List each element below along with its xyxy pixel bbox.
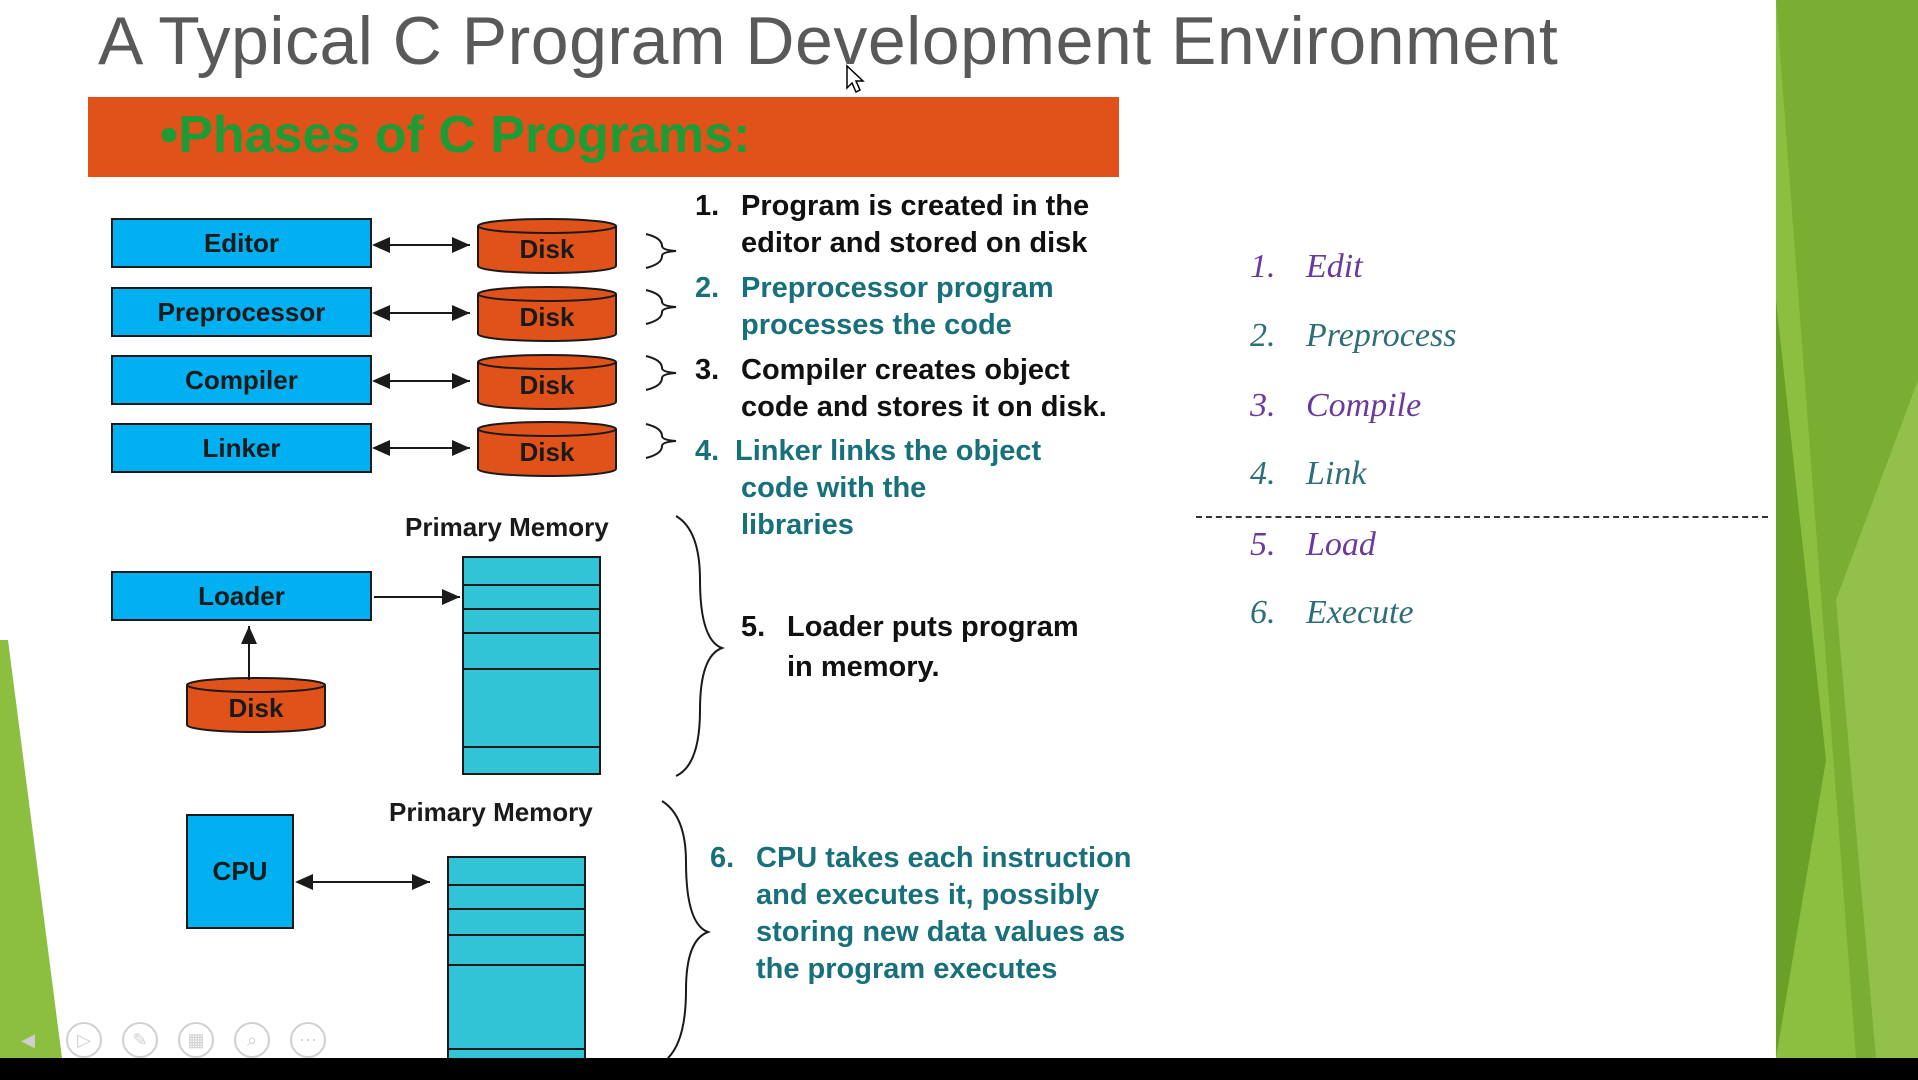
brace-3: [645, 355, 677, 391]
slides-icon[interactable]: ▦: [178, 1022, 214, 1058]
step-line: and executes it, possibly: [756, 879, 1100, 911]
phase-load: 5. Load: [1250, 526, 1376, 564]
memory-cell-divider: [449, 1048, 584, 1050]
compiler-disk: Disk: [477, 354, 617, 410]
memory-cell-divider: [449, 934, 584, 936]
step-line: the program executes: [756, 953, 1058, 985]
step-number: 5.: [741, 611, 766, 643]
disk-label: Disk: [519, 437, 575, 467]
memory-cell-divider: [449, 964, 584, 966]
phase-compile: 3. Compile: [1250, 387, 1421, 425]
step-number: 6.: [710, 842, 735, 874]
step-line: Linker links the object: [735, 435, 1042, 467]
brace-5: [675, 515, 725, 777]
step-number: 3.: [695, 354, 720, 386]
loader-disk: Disk: [186, 677, 326, 733]
brace-4: [645, 423, 677, 459]
phase-number: 5.: [1250, 526, 1276, 563]
slide-title: A Typical C Program Development Environm…: [98, 3, 1559, 79]
primary-memory-block-1: [462, 556, 601, 775]
phase-number: 3.: [1250, 387, 1276, 424]
step-line: libraries: [741, 509, 854, 541]
editor-box: Editor: [111, 218, 372, 268]
step-line: in memory.: [787, 651, 940, 683]
phase-number: 1.: [1250, 248, 1276, 285]
phase-number: 6.: [1250, 594, 1276, 631]
disk-label: Disk: [519, 302, 575, 332]
memory-cell-divider: [464, 632, 599, 634]
phase-link: 4. Link: [1250, 455, 1366, 493]
more-icon[interactable]: ⋯: [290, 1022, 326, 1058]
step-number: 2.: [695, 272, 720, 304]
mouse-cursor-icon: [846, 64, 865, 94]
right-green-decoration: [1776, 0, 1918, 1058]
brace-6: [661, 800, 711, 1058]
phase-label: Link: [1306, 455, 1367, 492]
previous-icon[interactable]: ◀: [21, 1029, 35, 1050]
cpu-box: CPU: [186, 814, 294, 929]
pen-icon[interactable]: ✎: [122, 1022, 158, 1058]
phase-label: Compile: [1306, 387, 1422, 424]
step-line: Loader puts program: [787, 611, 1079, 643]
step-line: Program is created in the: [741, 190, 1090, 222]
memory-cell-divider: [449, 884, 584, 886]
step-line: editor and stored on disk: [741, 227, 1088, 259]
step-line: code and stores it on disk.: [741, 391, 1107, 423]
brace-2: [645, 289, 677, 325]
phase-label: Execute: [1306, 594, 1414, 631]
preprocessor-box: Preprocessor: [111, 287, 372, 337]
phase-execute: 6. Execute: [1250, 594, 1414, 632]
linker-box: Linker: [111, 423, 372, 473]
primary-memory-label-2: Primary Memory: [389, 797, 593, 827]
disk-label: Disk: [519, 370, 575, 400]
step-line: processes the code: [741, 309, 1012, 341]
brace-1: [645, 233, 677, 269]
step-line: storing new data values as: [756, 916, 1126, 948]
phase-preprocess: 2. Preprocess: [1250, 317, 1456, 355]
memory-cell-divider: [464, 668, 599, 670]
phases-banner: •Phases of C Programs:: [88, 97, 1119, 177]
phase-number: 4.: [1250, 455, 1276, 492]
memory-cell-divider: [449, 908, 584, 910]
memory-cell-divider: [464, 584, 599, 586]
banner-text: •Phases of C Programs:: [160, 106, 751, 164]
editor-disk: Disk: [477, 218, 617, 274]
phase-edit: 1. Edit: [1250, 248, 1363, 286]
linker-disk: Disk: [477, 421, 617, 477]
primary-memory-label-1: Primary Memory: [405, 512, 609, 542]
preprocessor-disk: Disk: [477, 286, 617, 342]
phase-divider: [1196, 516, 1768, 518]
phase-number: 2.: [1250, 317, 1276, 354]
disk-label: Disk: [519, 234, 575, 264]
connector-lines: [241, 233, 725, 1058]
phase-label: Edit: [1306, 248, 1363, 285]
zoom-icon[interactable]: ⌕: [234, 1022, 270, 1058]
step-line: CPU takes each instruction: [756, 842, 1132, 874]
phase-label: Load: [1306, 526, 1376, 563]
phase-label: Preprocess: [1306, 317, 1457, 354]
step-line: code with the: [741, 472, 927, 504]
step-number: 1.: [695, 190, 720, 222]
disk-label: Disk: [228, 693, 284, 723]
primary-memory-block-2: [447, 856, 586, 1058]
loader-box: Loader: [111, 571, 372, 621]
bottom-bar: [0, 1058, 1918, 1080]
left-green-decoration: [0, 640, 62, 1058]
step-number: 4.: [695, 435, 720, 467]
memory-cell-divider: [464, 608, 599, 610]
step-line: Compiler creates object: [741, 354, 1070, 386]
memory-cell-divider: [464, 746, 599, 748]
play-icon[interactable]: ▷: [66, 1022, 102, 1058]
compiler-box: Compiler: [111, 355, 372, 405]
step-line: Preprocessor program: [741, 272, 1054, 304]
